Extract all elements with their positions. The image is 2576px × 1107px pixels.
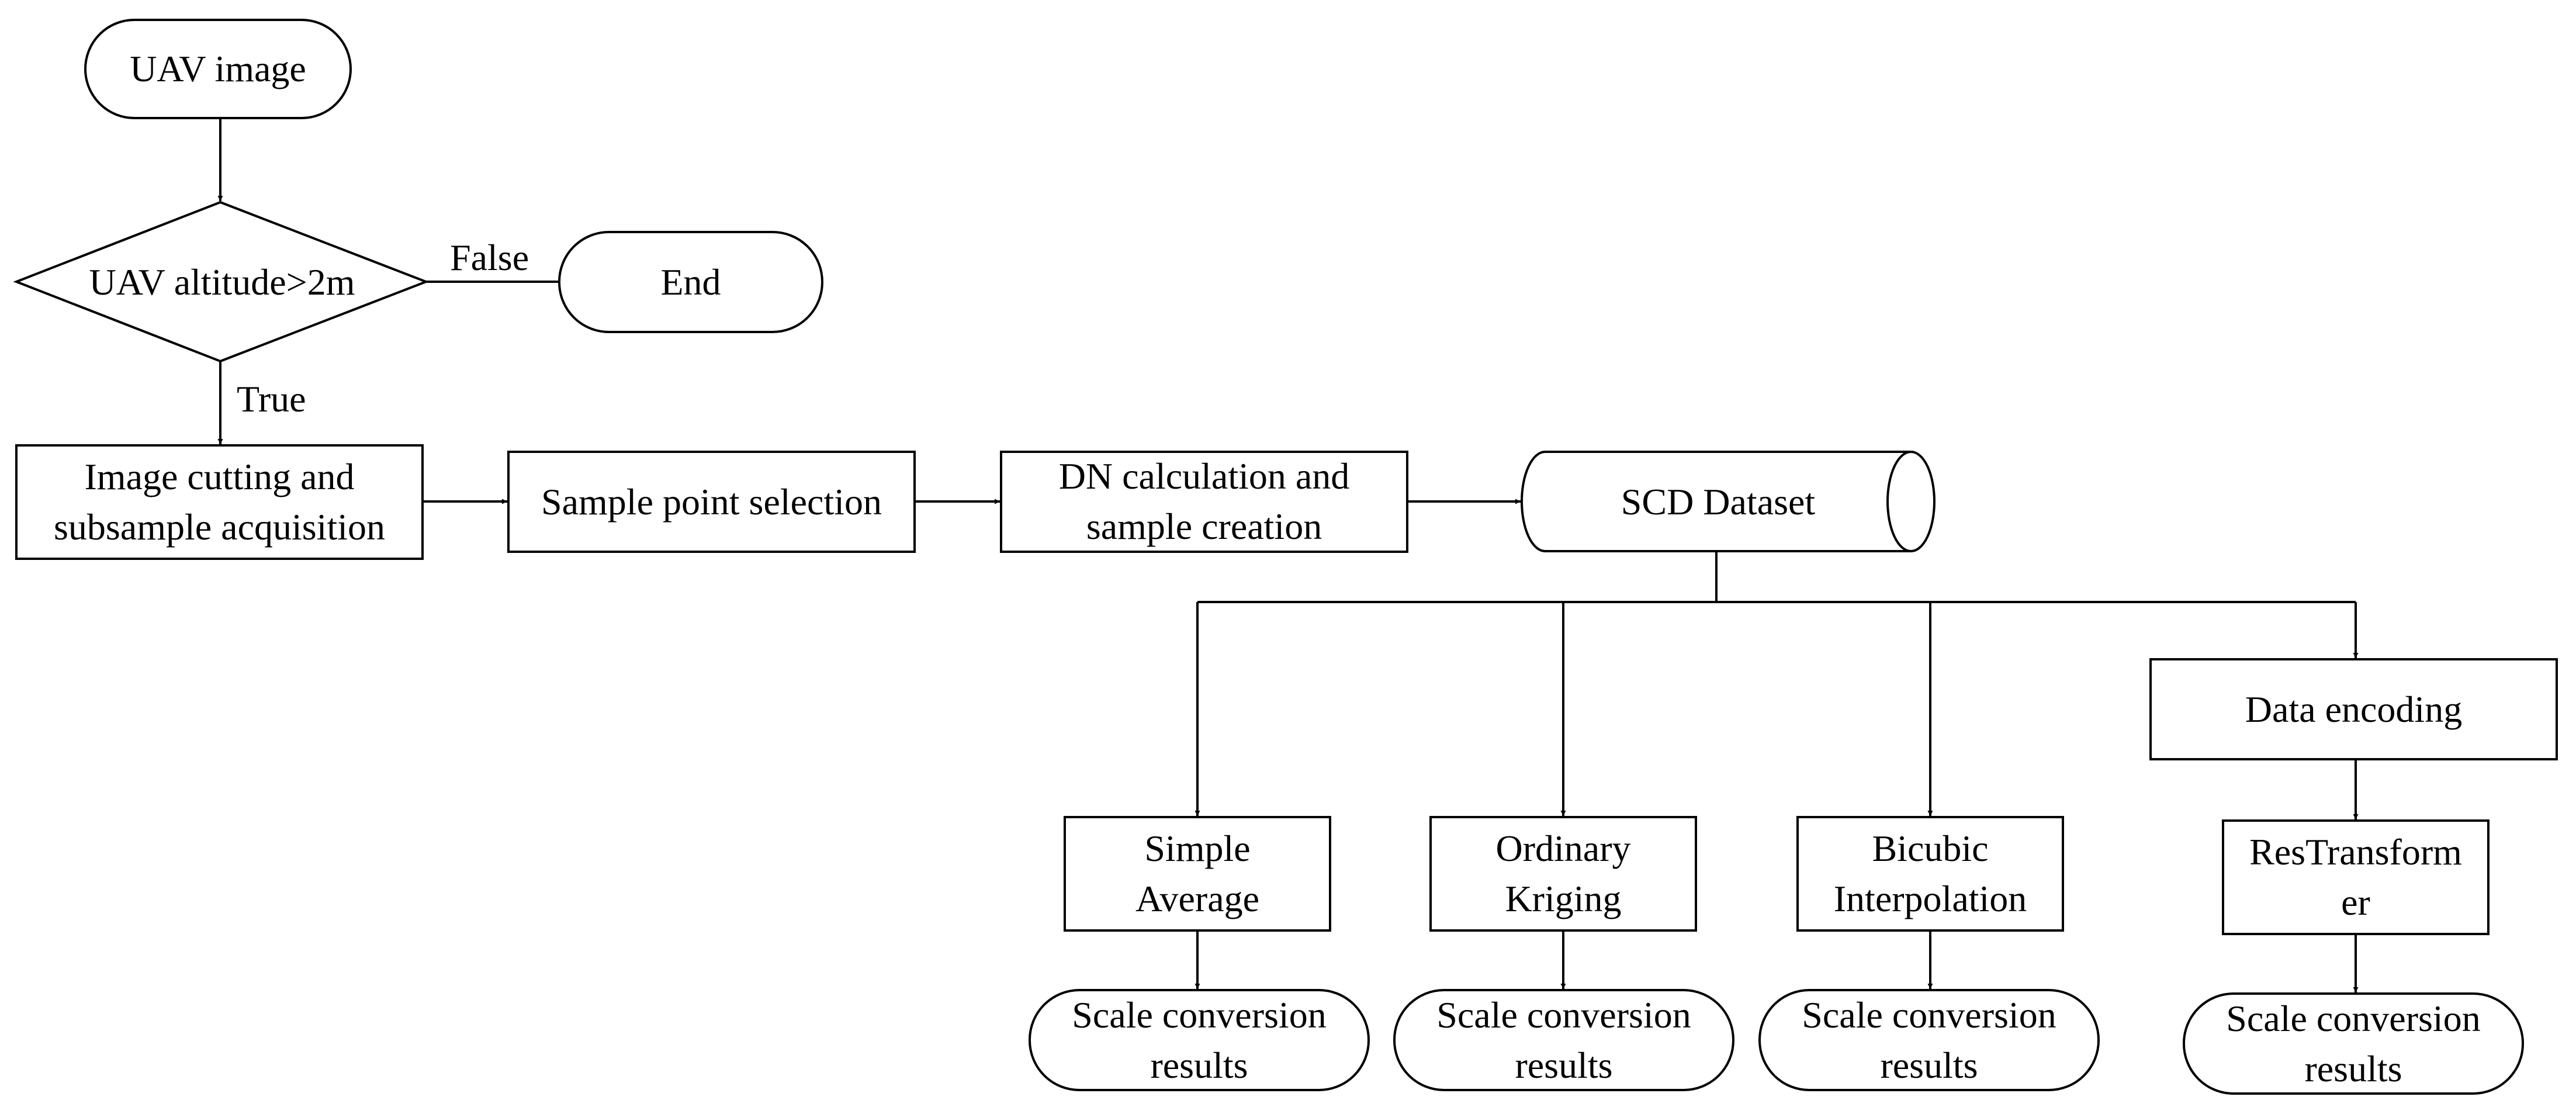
scd-dataset-label: SCD Dataset xyxy=(1621,480,1816,523)
altitude-decision-label: UAV altitude>2m xyxy=(89,261,355,303)
uav-image-terminal xyxy=(84,19,352,119)
result-label-1: Scale conversion results xyxy=(1072,994,1327,1086)
bicubic-label: Bicubic Interpolation xyxy=(1833,828,2027,919)
result-terminal-3 xyxy=(1758,989,2100,1091)
uav-image-label: UAV image xyxy=(130,48,306,89)
ordinary-kriging-label: Ordinary Kriging xyxy=(1495,828,1631,919)
sample-point-label: Sample point selection xyxy=(541,480,882,523)
end-label: End xyxy=(660,261,721,303)
true-edge-label: True xyxy=(237,378,306,420)
false-edge-label: False xyxy=(450,237,529,278)
data-encoding-label: Data encoding xyxy=(2245,688,2463,730)
result-terminal-4 xyxy=(2183,992,2524,1095)
result-terminal-2 xyxy=(1393,989,1734,1091)
data-encoding-box xyxy=(2149,658,2558,760)
result-terminal-1 xyxy=(1029,989,1370,1091)
scd-dataset-cylinder-rim xyxy=(1886,451,1912,552)
simple-average-label: Simple Average xyxy=(1135,828,1259,919)
result-label-3: Scale conversion results xyxy=(1802,994,2056,1086)
dn-calculation-label: DN calculation and sample creation xyxy=(1058,455,1350,547)
result-label-4: Scale conversion results xyxy=(2226,997,2481,1089)
restransformer-label: ResTransform er xyxy=(2249,831,2462,923)
result-label-2: Scale conversion results xyxy=(1436,994,1691,1086)
image-cutting-label: Image cutting and subsample acquisition xyxy=(53,456,386,548)
